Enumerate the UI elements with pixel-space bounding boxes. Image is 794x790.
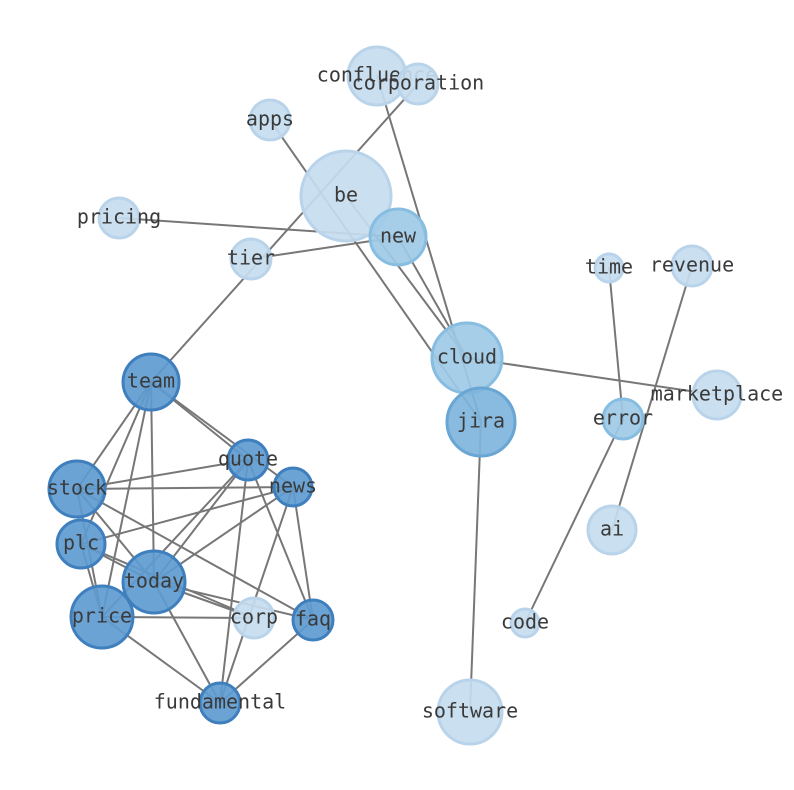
node-quote: quote — [218, 438, 278, 482]
node-team: team — [121, 352, 181, 412]
node-layer: confluencecorporationappsbepricingnewtie… — [47, 45, 783, 746]
node-label-apps: apps — [246, 107, 294, 131]
node-circle-faq — [291, 598, 335, 642]
edge-corporation-team — [150, 83, 419, 383]
node-circle-pricing — [97, 196, 141, 240]
node-circle-corp — [232, 596, 276, 640]
node-corporation: corporation — [352, 62, 484, 106]
node-label-code: code — [501, 610, 549, 634]
node-label-error: error — [593, 406, 653, 430]
node-circle-new — [368, 207, 428, 267]
node-circle-price — [69, 584, 135, 650]
node-label-jira: jira — [457, 409, 505, 433]
node-label-quote: quote — [218, 447, 278, 471]
node-circle-stock — [47, 459, 107, 519]
node-time: time — [585, 252, 633, 284]
node-circle-code — [509, 607, 541, 639]
node-faq: faq — [291, 598, 335, 642]
node-circle-ai — [586, 504, 638, 556]
node-jira: jira — [445, 386, 517, 458]
node-label-corporation: corporation — [352, 71, 484, 95]
edge-news-fundamental — [219, 486, 294, 704]
node-software: software — [422, 678, 518, 746]
node-circle-plc — [55, 518, 107, 570]
node-label-team: team — [127, 369, 175, 393]
node-circle-fundamental — [198, 681, 242, 725]
edge-cloud-marketplace — [466, 357, 718, 396]
node-circle-corporation — [396, 62, 440, 106]
node-stock: stock — [47, 459, 107, 519]
node-circle-quote — [226, 438, 270, 482]
node-circle-revenue — [670, 244, 714, 288]
node-marketplace: marketplace — [651, 369, 783, 421]
node-label-marketplace: marketplace — [651, 382, 783, 406]
node-corp: corp — [230, 596, 278, 640]
node-price: price — [69, 584, 135, 650]
node-circle-news — [272, 466, 314, 508]
node-plc: plc — [55, 518, 107, 570]
edge-time-error — [608, 267, 624, 420]
node-label-new: new — [380, 224, 417, 248]
node-circle-today — [121, 549, 187, 615]
edge-error-code — [524, 418, 624, 624]
node-label-stock: stock — [47, 476, 107, 500]
node-label-fundamental: fundamental — [154, 690, 286, 714]
node-label-revenue: revenue — [650, 253, 734, 277]
edge-news-plc — [80, 486, 294, 545]
node-circle-team — [121, 352, 181, 412]
node-error: error — [593, 397, 653, 441]
node-label-corp: corp — [230, 605, 278, 629]
node-ai: ai — [586, 504, 638, 556]
node-tier: tier — [227, 237, 275, 281]
node-circle-tier — [229, 237, 273, 281]
node-revenue: revenue — [650, 244, 734, 288]
edge-news-faq — [292, 486, 314, 621]
node-circle-marketplace — [691, 369, 743, 421]
node-label-tier: tier — [227, 246, 275, 270]
node-circle-time — [593, 252, 625, 284]
node-apps: apps — [246, 98, 294, 142]
node-be: be — [299, 149, 393, 243]
node-label-news: news — [269, 474, 317, 498]
node-circle-be — [299, 149, 393, 243]
node-today: today — [121, 549, 187, 615]
edge-team-today — [150, 381, 155, 583]
node-news: news — [269, 466, 317, 508]
edge-jira-software — [469, 421, 482, 713]
node-circle-apps — [248, 98, 292, 142]
node-fundamental: fundamental — [154, 681, 286, 725]
node-circle-jira — [445, 386, 517, 458]
node-circle-software — [436, 678, 504, 746]
node-label-plc: plc — [63, 531, 99, 555]
node-label-time: time — [585, 255, 633, 279]
edge-team-price — [101, 381, 152, 618]
node-label-be: be — [334, 183, 358, 207]
node-cloud: cloud — [430, 321, 504, 395]
node-pricing: pricing — [77, 196, 161, 240]
node-label-today: today — [124, 569, 184, 593]
node-label-pricing: pricing — [77, 205, 161, 229]
edge-layer — [76, 75, 718, 713]
node-label-price: price — [72, 604, 132, 628]
node-label-ai: ai — [600, 517, 624, 541]
node-circle-error — [601, 397, 645, 441]
edge-stock-news — [76, 486, 294, 490]
node-code: code — [501, 607, 549, 639]
node-label-cloud: cloud — [437, 345, 497, 369]
node-label-faq: faq — [295, 607, 331, 631]
edge-revenue-ai — [611, 265, 693, 531]
node-new: new — [368, 207, 428, 267]
node-label-software: software — [422, 699, 518, 723]
